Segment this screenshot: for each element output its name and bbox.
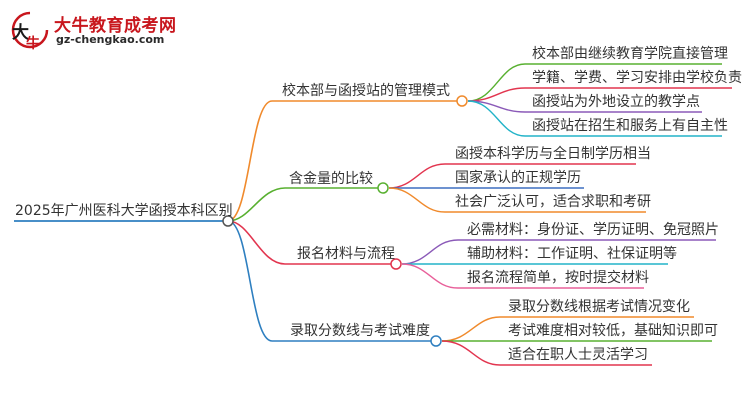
branch-node-3[interactable] [390, 258, 402, 270]
root-connectors [227, 100, 462, 342]
branch-3-leaf-connectors [401, 239, 716, 289]
root-label: 2025年广州医科大学函授本科区别 [15, 203, 233, 219]
branch-2-leaf-connectors [388, 163, 646, 213]
connector-branch-4 [227, 220, 436, 342]
leaf-item: 报名流程简单，按时提交材料 [467, 270, 649, 286]
leaf-item: 辅助材料：工作证明、社保证明等 [467, 246, 677, 262]
leaf-connector [441, 316, 694, 342]
leaf-connector [388, 187, 646, 213]
leaf-item: 录取分数线根据考试情况变化 [508, 299, 690, 315]
connector-branch-3 [227, 220, 396, 265]
leaf-item: 国家承认的正规学历 [455, 170, 581, 186]
leaf-item: 函授站在招生和服务上有自主性 [532, 118, 728, 134]
logo-url: gz-chengkao.com [56, 33, 165, 46]
connector-branch-2 [227, 187, 383, 222]
leaf-connector [401, 263, 644, 289]
leaf-item: 函授本科学历与全日制学历相当 [455, 146, 651, 162]
branch-label-management: 校本部与函授站的管理模式 [282, 83, 450, 99]
leaf-connector [401, 239, 716, 265]
leaf-item: 社会广泛认可，适合求职和考研 [455, 194, 651, 210]
leaf-item: 学籍、学费、学习安排由学校负责 [532, 70, 742, 86]
leaf-connector [467, 63, 722, 102]
leaf-item: 考试难度相对较低，基础知识即可 [508, 323, 718, 339]
branch-node-2[interactable] [377, 182, 389, 194]
site-logo[interactable]: 大 牛 大牛教育成考网 gz-chengkao.com [6, 8, 186, 52]
svg-text:大: 大 [12, 22, 29, 43]
leaf-connector [467, 100, 702, 113]
logo-title: 大牛教育成考网 [54, 16, 177, 36]
root-node[interactable] [222, 215, 234, 227]
connector-branch-1 [227, 100, 462, 222]
leaf-connector [388, 163, 636, 189]
branch-4-leaf-connectors [441, 316, 712, 366]
branch-1-leaf-connectors [467, 63, 732, 137]
leaf-item: 函授站为外地设立的教学点 [532, 94, 700, 110]
svg-text:牛: 牛 [26, 35, 40, 52]
branch-node-1[interactable] [456, 95, 468, 107]
branch-label-value: 含金量的比较 [289, 171, 373, 187]
leaf-connector [467, 87, 732, 102]
leaf-item: 必需材料：身份证、学历证明、免冠照片 [467, 222, 719, 238]
branch-node-4[interactable] [430, 335, 442, 347]
branch-label-materials: 报名材料与流程 [297, 246, 395, 262]
leaf-connector [441, 340, 652, 366]
logo-mark-icon: 大 牛 [11, 11, 49, 52]
leaf-item: 适合在职人士灵活学习 [508, 347, 648, 363]
branch-label-admission: 录取分数线与考试难度 [290, 323, 430, 339]
leaf-connector [467, 100, 722, 137]
leaf-item: 校本部由继续教育学院直接管理 [532, 46, 728, 62]
